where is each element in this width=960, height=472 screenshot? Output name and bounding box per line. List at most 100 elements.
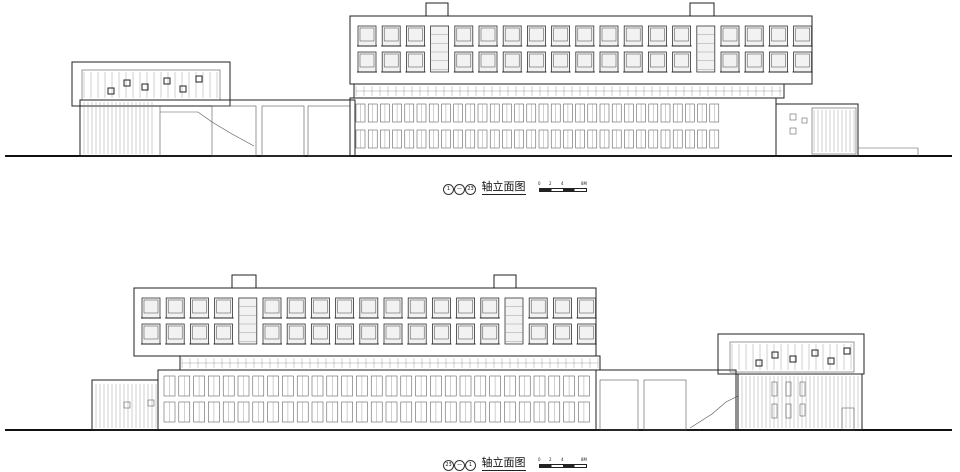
stair-window <box>430 25 450 73</box>
window <box>720 51 740 73</box>
window-pane <box>650 27 665 42</box>
scale-bar: 0 2 4 8M <box>538 181 587 192</box>
window-pane <box>722 27 738 42</box>
stair-window <box>696 25 716 73</box>
window-pane <box>601 27 617 42</box>
window-pane <box>674 27 689 42</box>
window <box>286 297 306 319</box>
window-pane <box>579 299 594 314</box>
window <box>407 297 427 319</box>
window <box>357 51 377 73</box>
window <box>165 323 185 345</box>
axis-range: 23—1 <box>443 460 476 471</box>
accent-window <box>755 359 763 367</box>
window <box>407 323 427 345</box>
small-window <box>789 127 797 135</box>
accent-window <box>771 351 779 359</box>
window-pane <box>553 27 568 42</box>
scale-bar: 0 2 4 8M <box>538 457 587 468</box>
right-wing <box>775 103 859 157</box>
window-pane <box>530 299 546 314</box>
drawing-title: 轴立面图 <box>481 180 526 195</box>
window-pane <box>385 325 401 340</box>
window <box>575 51 595 73</box>
accent-window <box>811 349 819 357</box>
window-pane <box>361 299 377 314</box>
slot-window <box>799 403 806 417</box>
window-pane <box>167 299 183 314</box>
roof-stair-house-right <box>689 2 715 17</box>
axis-start-marker: 1 <box>443 184 454 195</box>
window <box>577 323 596 345</box>
window <box>456 323 476 345</box>
small-window <box>789 113 797 121</box>
window-pane <box>579 325 594 340</box>
window <box>335 297 355 319</box>
window <box>551 51 570 73</box>
window-pane <box>456 27 472 42</box>
right-wing-screen <box>811 107 857 155</box>
window-pane <box>504 27 520 42</box>
entry-canopy <box>858 147 919 156</box>
window <box>214 297 234 319</box>
elevation-1-23 <box>5 2 952 157</box>
window-pane <box>192 325 207 340</box>
window-pane <box>795 27 810 42</box>
window-pane <box>143 299 159 314</box>
window-pane <box>650 53 665 68</box>
window <box>454 25 474 47</box>
window <box>769 51 788 73</box>
window <box>478 51 498 73</box>
roof-stair-house-left <box>425 2 449 17</box>
window <box>599 51 619 73</box>
annex-window-panes <box>83 72 218 98</box>
left-annex-upper <box>71 61 231 107</box>
window <box>359 323 379 345</box>
window-pane <box>530 325 546 340</box>
slot-window <box>771 403 778 419</box>
axis-dash: — <box>454 460 465 471</box>
scale-tick-label: 4 <box>561 457 564 462</box>
window <box>214 323 234 345</box>
window <box>793 25 812 47</box>
window <box>744 51 764 73</box>
window-pane <box>625 53 641 68</box>
stair-window <box>238 297 258 345</box>
left-lower-block <box>79 99 356 157</box>
open-bay-1 <box>599 379 639 431</box>
window-pane <box>408 53 423 68</box>
window <box>577 297 596 319</box>
annex-window-panes <box>731 344 852 370</box>
window-pane <box>795 53 810 68</box>
window-pane <box>529 27 544 42</box>
scale-bar-graphic <box>539 464 587 468</box>
window-pane <box>771 53 786 68</box>
window-pane <box>216 325 231 340</box>
window <box>310 323 330 345</box>
window <box>480 323 500 345</box>
window-pane <box>337 325 352 340</box>
window-pane <box>264 299 280 314</box>
entry-door <box>841 407 855 431</box>
exterior-stair <box>689 395 739 429</box>
roof-stair-house-left <box>231 274 257 289</box>
window-pane <box>771 27 786 42</box>
window-pane <box>722 53 738 68</box>
drawing-caption-bottom: 23—1 轴立面图 0 2 4 8M <box>443 454 587 471</box>
window <box>528 297 548 319</box>
window-pane <box>746 53 762 68</box>
window <box>357 25 377 47</box>
window-pane <box>601 53 617 68</box>
window-pane <box>482 299 498 314</box>
scale-tick-label: 2 <box>549 181 552 186</box>
open-bay-2 <box>643 379 687 431</box>
scale-bar-graphic <box>539 188 587 192</box>
window-pane <box>192 299 207 314</box>
window <box>478 25 498 47</box>
window-pane <box>313 299 328 314</box>
window <box>189 323 209 345</box>
window-pane <box>625 27 641 42</box>
drawing-caption-top: 1—23 轴立面图 0 2 4 8M <box>443 178 587 195</box>
window-pane <box>555 299 570 314</box>
